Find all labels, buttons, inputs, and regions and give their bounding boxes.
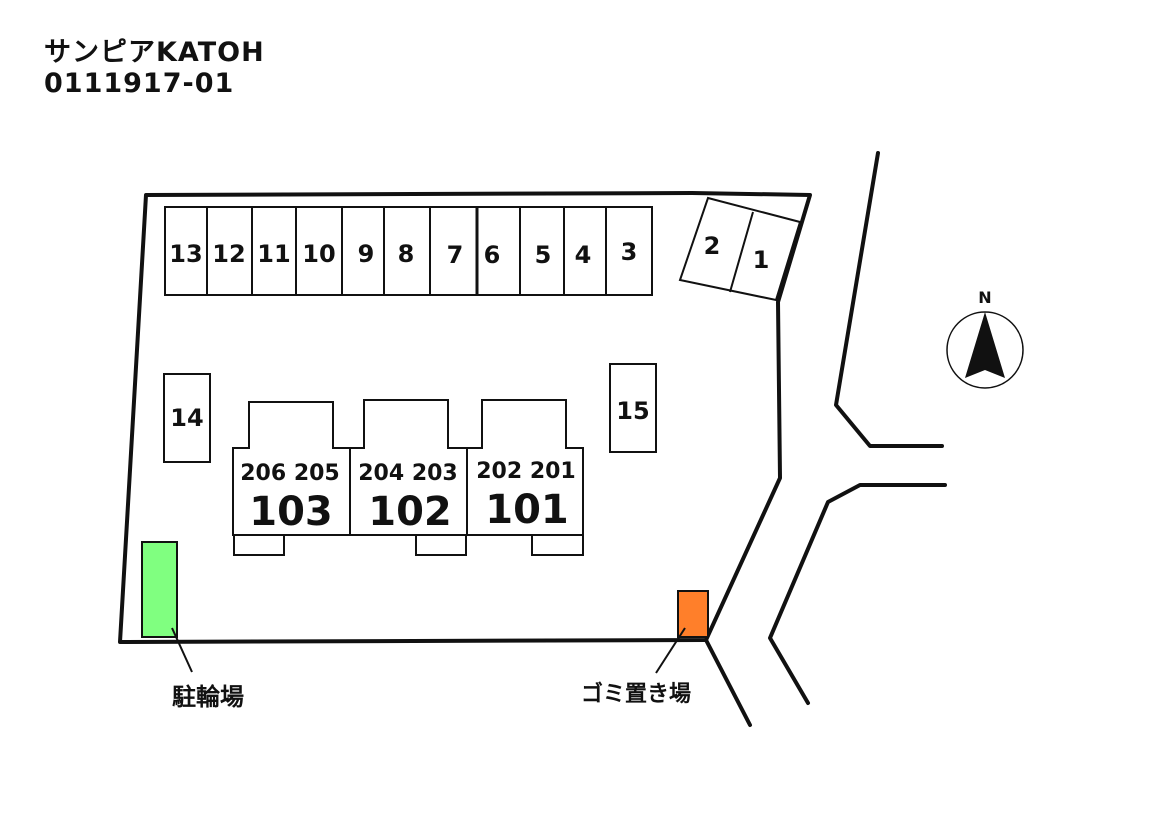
building-unit-number: 102: [368, 489, 452, 535]
parking-space-label: 11: [257, 240, 290, 268]
parking-space-label: 4: [575, 241, 592, 269]
parking-space-label: 7: [447, 241, 464, 269]
parking-space-label: 5: [535, 241, 552, 269]
upper-unit-numbers: 202 201: [476, 459, 576, 484]
road-edge-lower: [768, 483, 947, 705]
building-unit-number: 103: [249, 489, 333, 535]
bicycle-parking-label: 駐輪場: [172, 683, 244, 711]
building-unit-number: 101: [485, 487, 569, 533]
upper-unit-numbers: 204 203: [358, 461, 458, 486]
parking-space-label: 1: [753, 246, 770, 274]
property-name: サンピアKATOH: [44, 37, 265, 68]
bike-leader-line: [171, 627, 193, 673]
road-edge-left: [704, 638, 752, 727]
parking-space-label: 3: [621, 238, 638, 266]
parking-space-label: 9: [358, 240, 375, 268]
compass-north-label: N: [978, 288, 991, 307]
parking-space-label: 2: [704, 232, 721, 260]
bicycle-parking-area: [141, 541, 178, 638]
parking-space-label: 15: [616, 397, 649, 425]
building-block: [232, 399, 584, 556]
parking-row: [163, 196, 802, 463]
parking-space-label: 13: [169, 240, 202, 268]
parking-space-label: 14: [170, 404, 203, 432]
property-code: 0111917-01: [44, 68, 235, 99]
parking-space-label: 8: [398, 240, 415, 268]
compass-icon: N: [946, 288, 1024, 389]
parking-space-label: 10: [302, 240, 335, 268]
parking-space-label: 6: [484, 241, 501, 269]
road-edge-upper: [834, 151, 944, 448]
upper-unit-numbers: 206 205: [240, 461, 340, 486]
garbage-area-label: ゴミ置き場: [581, 681, 691, 707]
lot-boundary: [118, 191, 812, 644]
parking-space-label: 12: [212, 240, 245, 268]
garbage-leader-line: [655, 627, 686, 674]
